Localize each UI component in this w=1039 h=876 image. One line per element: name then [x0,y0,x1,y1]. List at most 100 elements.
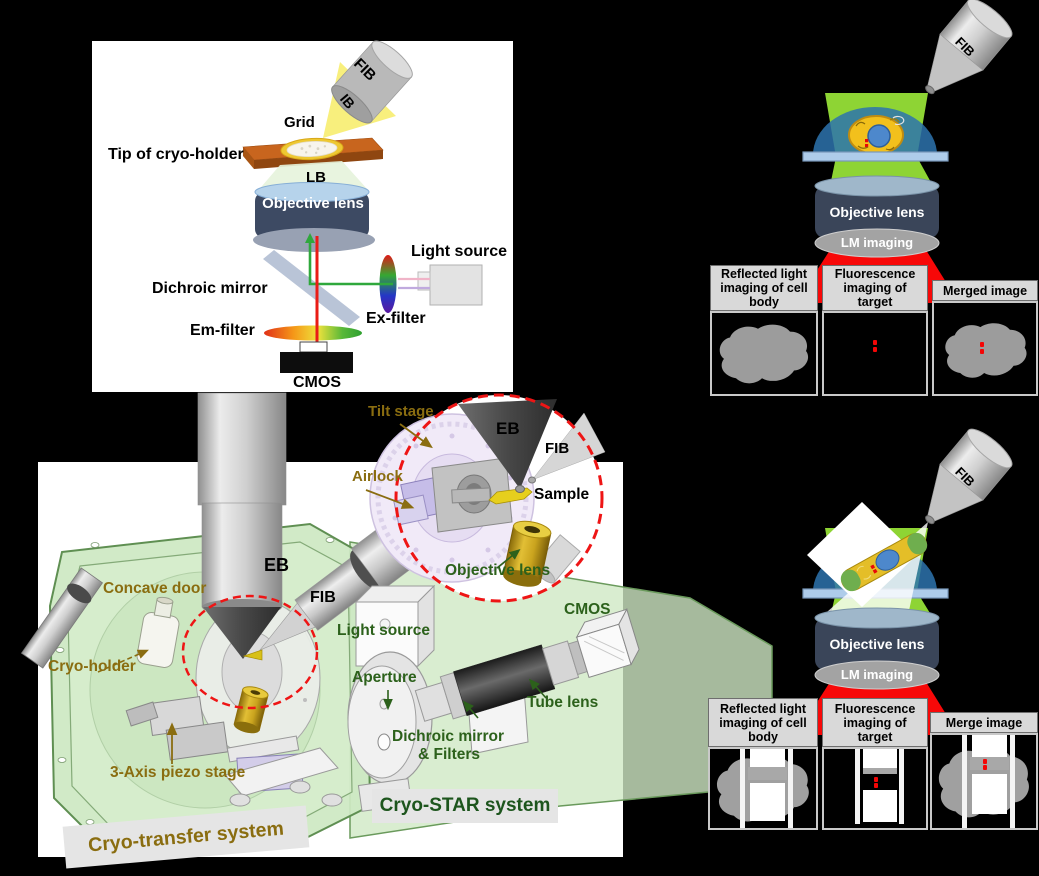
d-box1-image [708,747,818,830]
mill-trench-bar [740,749,745,828]
d-box3-image [930,733,1038,830]
milled-area [972,735,1007,757]
fluorescence-spot [873,340,877,345]
objective-lens-label-d: Objective lens [829,636,925,652]
b-box2-header: Fluorescence imaging of target [822,265,928,311]
fluorescence-spot [873,347,877,352]
lamella-band [863,768,897,774]
fluorescence-spot [983,759,987,764]
piezo-stage-label: 3-Axis piezo stage [110,764,246,781]
em-filter-label: Em-filter [190,322,255,339]
d-box2-header: Fluorescence imaging of target [822,698,928,747]
ex-filter-label: Ex-filter [366,310,426,327]
excitation-path-green [305,233,393,286]
eb-cone-inset [458,399,557,489]
d-box2-image [822,747,928,830]
aperture-flange [347,651,433,812]
milled-area [863,790,897,822]
transfer-rod [20,567,104,669]
mill-trench-bar [899,749,904,824]
light-source-box-a [417,264,483,306]
b-box2-image [822,311,928,396]
objective-lens-label-a: Objective lens [262,195,364,212]
milled-area [972,774,1007,814]
fluorescence-spot [874,777,878,782]
b-box1-image [710,311,818,396]
fib-label-inset: FIB [545,440,570,457]
concave-door-label: Concave door [103,580,207,597]
grid-bar-b [802,151,949,162]
sample-tip-main [242,649,263,661]
tube-lens-assembly [414,608,640,722]
fluorescence-spot [980,342,984,347]
fib-column-a [331,40,413,124]
sample-region-dashed-circle [181,594,319,710]
lamella-band [748,767,787,780]
cmos-camera-a [280,341,353,373]
light-beam-label: LB [306,169,326,186]
panel-b-cell-schematic [796,0,1018,303]
cell-silhouette [945,323,1027,378]
dichroic-mirror-label-a: Dichroic mirror [152,280,268,297]
tem-grid-disc [280,137,344,161]
cell-silhouette [719,324,809,384]
stage-flange-disc [195,599,321,757]
cryo-holder-label: Cryo-holder [48,658,136,675]
tip-of-cryo-holder-label: Tip of cryo-holder [108,146,244,163]
fluorescence-spot [874,783,878,788]
milled-area [863,749,897,768]
mill-trench-bar [788,749,793,828]
objective-lens-inset-arrow [496,548,521,569]
fluorescence-spot [980,349,984,354]
b-box3-header: Merged image [932,280,1038,301]
objective-lens-d [814,607,940,690]
lamella [840,532,928,592]
cryo-star-system-label: Cryo-STAR system [372,789,558,823]
milled-area [750,783,785,821]
eb-label-inset: EB [496,419,520,438]
cmos-label-c: CMOS [564,601,611,618]
dichroic-arrow [462,700,479,719]
inset-magnified-view [369,393,606,603]
objective-lens-a [253,182,375,252]
sample-label: Sample [534,486,590,503]
em-filter-disc [264,325,362,341]
tilt-stage-label: Tilt stage [368,403,434,420]
mill-trench-bar [1010,735,1015,828]
objective-lens-b [814,175,940,258]
fib-cone-inset [531,412,606,481]
tube-lens-label: Tube lens [527,694,599,711]
objective-lens-label-inset: Objective lens [445,562,551,579]
light-source-label-a: Light source [411,243,508,260]
lm-imaging-label-b: LM imaging [840,235,914,250]
aperture-label: Aperture [352,669,417,686]
d-box1-header: Reflected light imaging of cell body [708,698,818,747]
dichroic-mirror-glass [263,250,360,326]
light-source-label-c: Light source [337,622,431,639]
fib-label-main: FIB [310,589,336,606]
gold-objective-main [233,686,269,734]
gold-objective-inset [502,520,552,587]
dichroic-mirror-label-c: Dichroic mirror [392,728,504,745]
inset-dashed-circle [394,393,604,603]
eb-column [197,392,287,659]
objective-lens-label-b: Objective lens [829,204,925,220]
cmos-label-a: CMOS [293,374,341,391]
cryo-holder-arrow [97,649,149,673]
piezo-stage-blocks [125,695,229,761]
dichroic-filters-label-c: & Filters [418,746,481,763]
airlock-arrow [365,489,415,509]
piezo-bracket [224,735,343,807]
eb-label-main: EB [264,555,290,575]
cell-body [848,115,905,155]
lamella-band [970,757,1009,770]
fluorescence-spot [983,765,987,770]
panel-a-optical-schematic [92,40,513,392]
d-box3-header: Merge image [930,712,1038,733]
grid-label: Grid [284,114,315,131]
airlock-label: Airlock [352,468,403,485]
lm-imaging-label-d: LM imaging [840,667,914,682]
mill-trench-bar [855,749,860,824]
milled-area [750,749,785,767]
